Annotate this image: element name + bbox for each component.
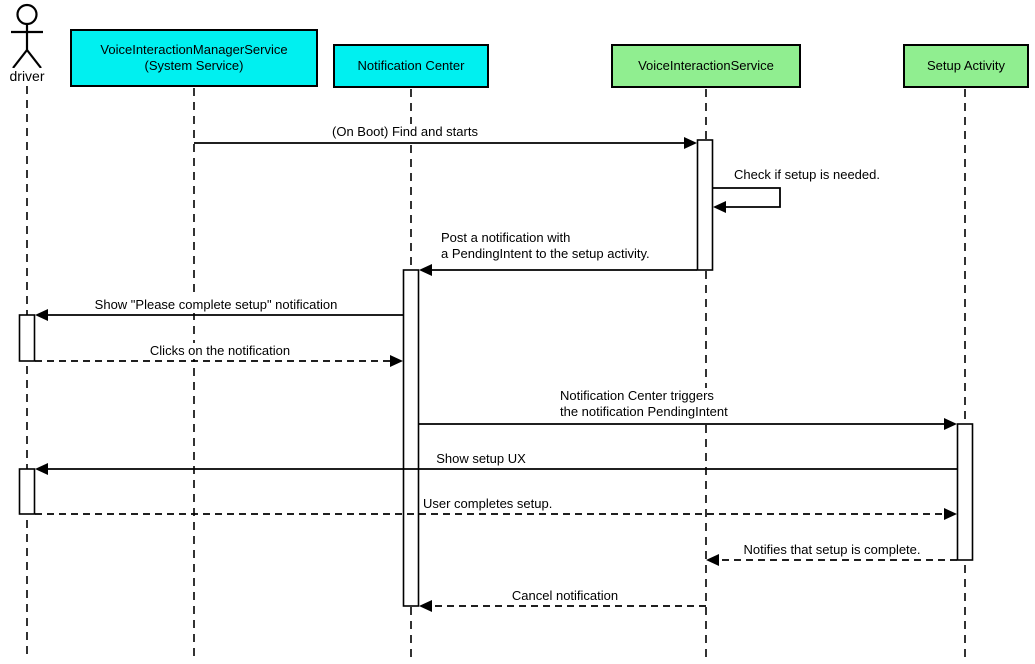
arrowhead-left-icon	[713, 201, 726, 213]
participant-label: VoiceInteractionService	[638, 58, 774, 73]
actor-driver-icon	[11, 3, 43, 69]
message-label-notifies-setup-complete: Notifies that setup is complete.	[741, 542, 923, 558]
participant-box-voice-interaction-service: VoiceInteractionService	[611, 44, 801, 88]
message-label-cancel-notification: Cancel notification	[509, 588, 621, 604]
message-label-show-setup-notification: Show "Please complete setup" notificatio…	[92, 297, 340, 313]
arrowhead-right-icon	[944, 418, 957, 430]
message-line-check-if-setup-is-needed	[713, 187, 781, 208]
arrowhead-left-icon	[419, 264, 432, 276]
arrowhead-left-icon	[35, 463, 48, 475]
message-label-show-setup-ux: Show setup UX	[434, 451, 528, 467]
arrowhead-right-icon	[944, 508, 957, 520]
activation-bar-voice-interaction-service	[696, 139, 714, 271]
activation-bar-driver-2	[18, 468, 36, 515]
arrowhead-left-icon	[35, 309, 48, 321]
arrowhead-right-icon	[390, 355, 403, 367]
activation-bar-driver-1	[18, 314, 36, 362]
actor-left-leg	[12, 49, 28, 69]
activation-bar-notification-center	[402, 269, 420, 607]
message-label-user-completes-setup: User completes setup.	[421, 496, 555, 512]
actor-driver-label: driver	[9, 68, 45, 84]
message-label-check-if-setup-is-needed: Check if setup is needed.	[732, 167, 882, 183]
participant-box-notification-center: Notification Center	[333, 44, 489, 88]
activation-bar-setup-activity	[956, 423, 974, 561]
message-label-on-boot-find-and-starts: (On Boot) Find and starts	[330, 124, 480, 140]
arrowhead-left-icon	[706, 554, 719, 566]
participant-label: VoiceInteractionManagerService (System S…	[100, 42, 288, 73]
participant-box-setup-activity: Setup Activity	[903, 44, 1029, 88]
message-label-triggers-pendingintent: Notification Center triggers the notific…	[558, 388, 730, 420]
actor-head	[16, 3, 38, 26]
arrowhead-left-icon	[419, 600, 432, 612]
participant-box-voice-interaction-manager-service: VoiceInteractionManagerService (System S…	[70, 29, 318, 87]
actor-right-leg	[26, 49, 42, 69]
participant-label: Notification Center	[357, 58, 465, 73]
message-label-clicks-on-the-notification: Clicks on the notification	[147, 343, 293, 359]
participant-label: Setup Activity	[926, 58, 1006, 73]
message-label-post-a-notification: Post a notification with a PendingIntent…	[439, 230, 652, 262]
arrowhead-right-icon	[684, 137, 697, 149]
